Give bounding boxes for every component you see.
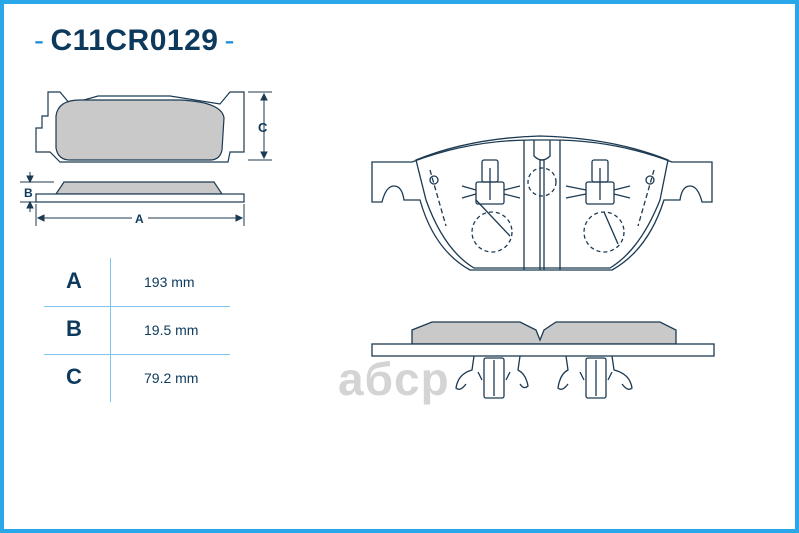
spec-table: A 193 mm B 19.5 mm C 79.2 mm xyxy=(44,258,230,402)
table-divider xyxy=(44,306,230,307)
spec-label: C xyxy=(66,364,82,389)
dimension-a xyxy=(35,204,245,226)
pad-large-side-view xyxy=(371,321,715,399)
dim-label-b: B xyxy=(24,186,33,200)
spec-value: 193 mm xyxy=(144,274,195,290)
dim-label-a: A xyxy=(135,212,144,226)
spec-row-b: B 19.5 mm xyxy=(44,306,230,354)
title-dash-right: - xyxy=(224,24,235,57)
pad-back-view xyxy=(371,135,713,271)
title-dash-left: - xyxy=(34,24,45,57)
spec-row-c: C 79.2 mm xyxy=(44,354,230,402)
product-title: -C11CR0129- xyxy=(28,24,241,58)
spec-value: 79.2 mm xyxy=(144,370,199,386)
table-divider-vertical xyxy=(110,258,111,402)
pad-front-view xyxy=(35,91,245,163)
dimension-b xyxy=(20,172,54,212)
spec-value: 19.5 mm xyxy=(144,322,199,338)
dimension-c xyxy=(248,91,272,161)
spec-label: A xyxy=(66,268,82,293)
spec-row-a: A 193 mm xyxy=(44,258,230,306)
watermark: aбcp xyxy=(338,353,450,405)
pad-side-view xyxy=(35,181,245,203)
table-divider xyxy=(44,354,230,355)
product-code: C11CR0129 xyxy=(50,24,219,57)
dim-label-c: C xyxy=(258,120,268,135)
spec-label: B xyxy=(66,316,82,341)
